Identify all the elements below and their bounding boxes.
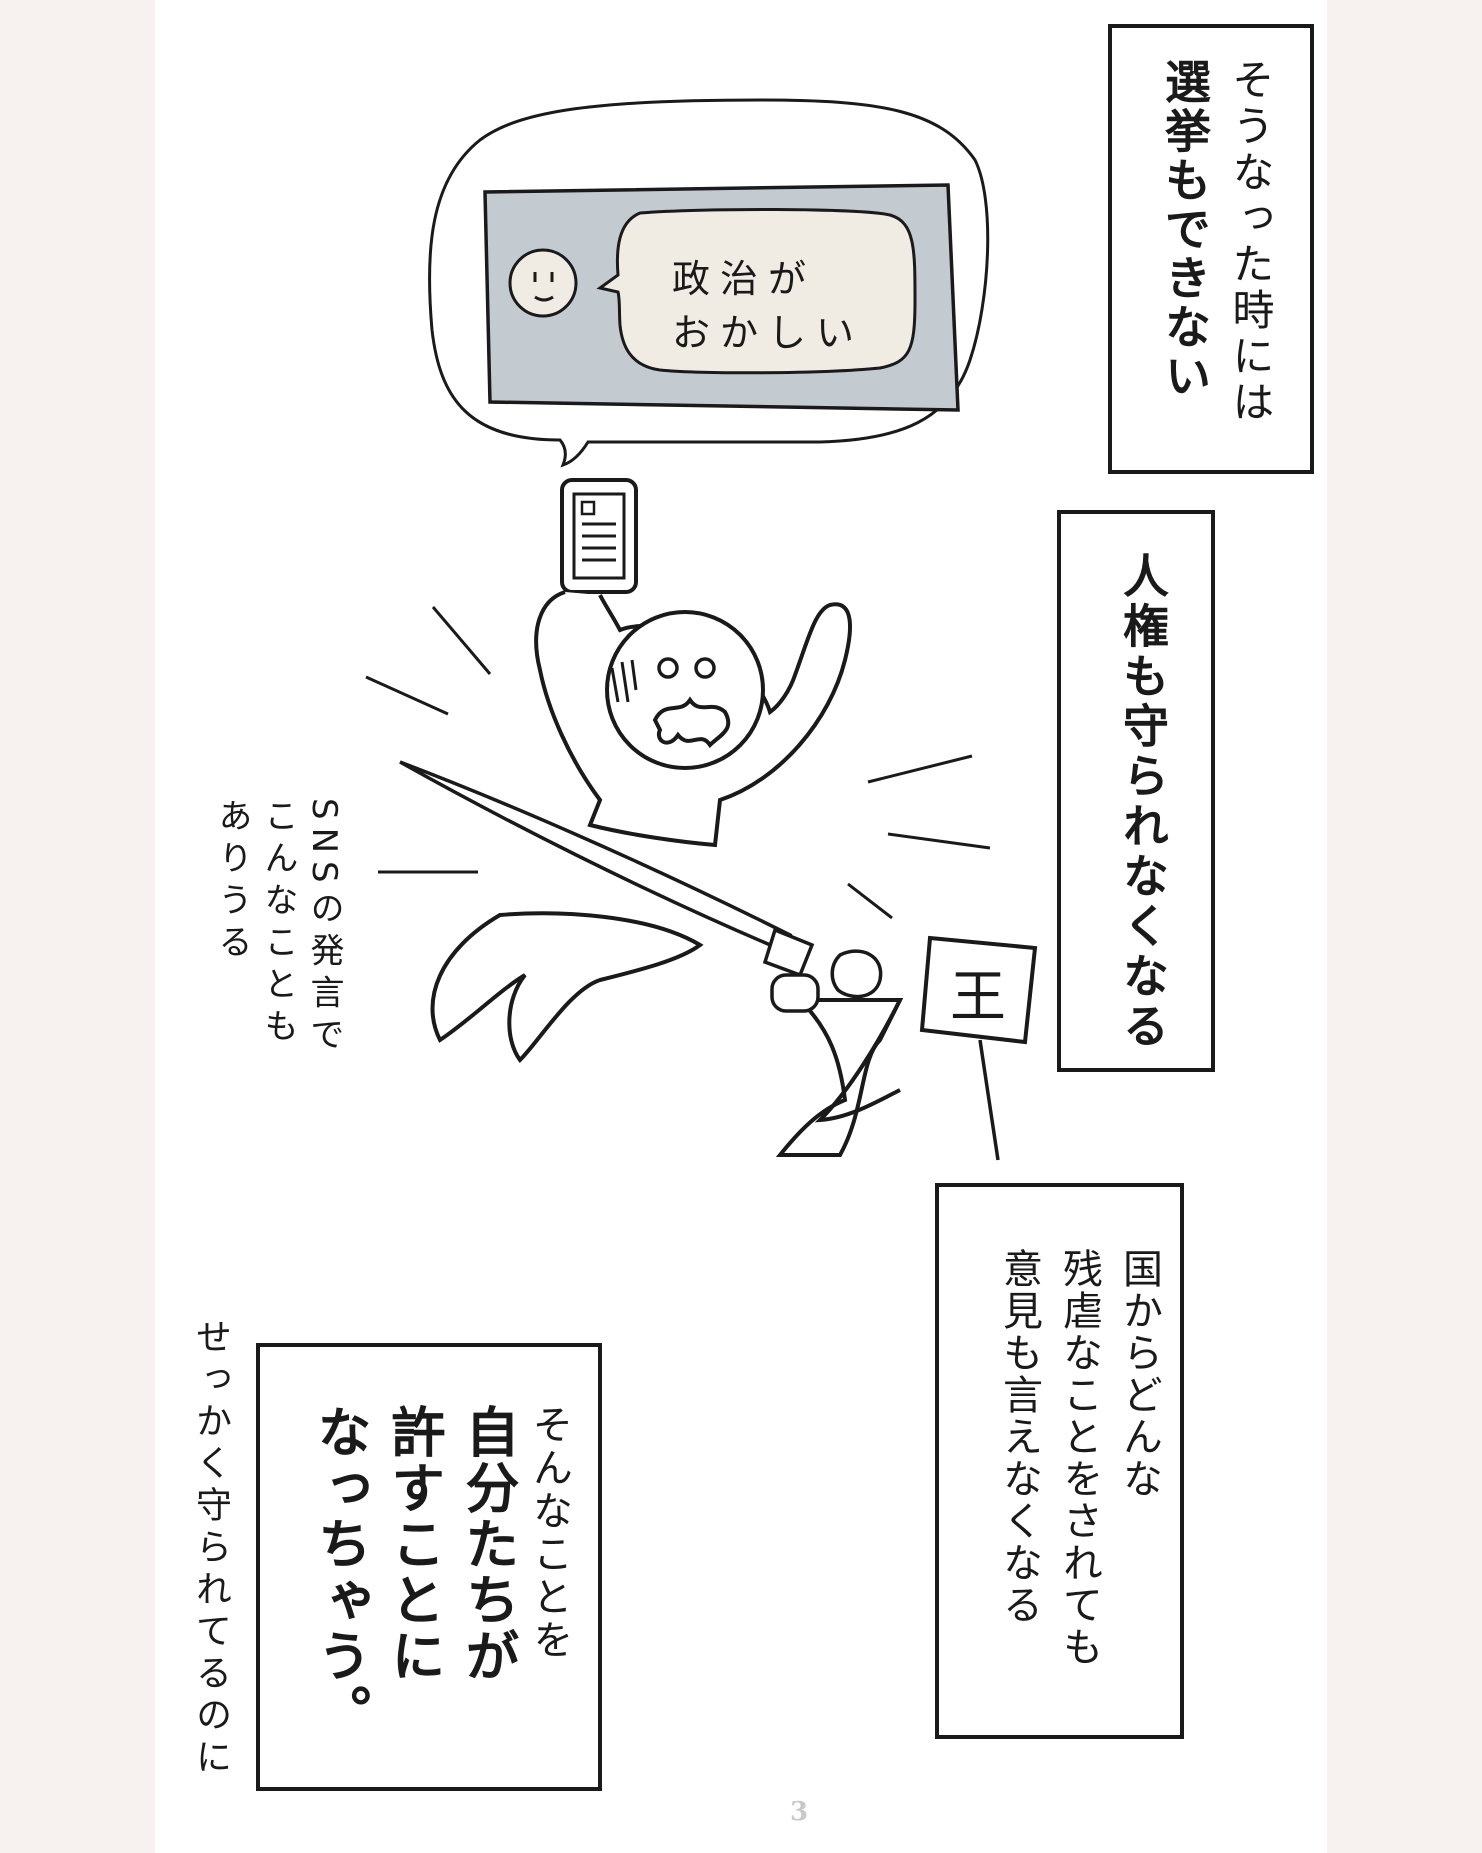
caption-1-line-2: 選挙もできない [1158,58,1212,401]
left-note-line-1: せっかく守られてるのに [190,1318,231,1780]
caption-3-line-3: 意見も言えなくなる [996,1248,1042,1626]
message-line-1: 政治が [672,257,817,301]
caption-box-2 [1057,510,1215,1072]
caption-4-line-2: 自分たちが [456,1404,519,1684]
wing [430,911,704,1064]
caption-4-line-4: なっちゃう。 [308,1404,371,1740]
caption-4-line-1: そんなことを [526,1404,572,1662]
side-note-line-1: SNSの発言で [304,798,344,1059]
caption-box-4 [256,1343,602,1791]
character-lower [775,998,904,1157]
page-number: 3 [790,1797,809,1827]
character-head [605,610,765,770]
caption-3-line-1: 国からどんな [1116,1248,1162,1500]
caption-3-line-2: 残虐なことをされても [1056,1248,1102,1668]
message-balloon [596,207,917,375]
sword-hilt [762,927,815,978]
caption-2-line-1: 人権も守られなくなる [1116,552,1170,1052]
scared-mouth [652,696,731,749]
side-note-line-3: ありうる [212,798,252,966]
caption-box-1 [1108,24,1314,474]
caption-box-3 [935,1183,1184,1739]
side-note-line-2: こんなことも [258,798,298,1050]
character-hand [830,949,883,999]
message-line-2: おかしい [672,311,865,355]
caption-4-line-3: 許すことに [382,1404,445,1684]
king-badge-label: 王 [950,965,1006,1030]
king-badge [919,935,1038,1045]
message-text: 政治が おかしい [672,252,864,360]
avatar [508,248,578,318]
caption-1-line-1: そうなった時には [1226,58,1275,426]
